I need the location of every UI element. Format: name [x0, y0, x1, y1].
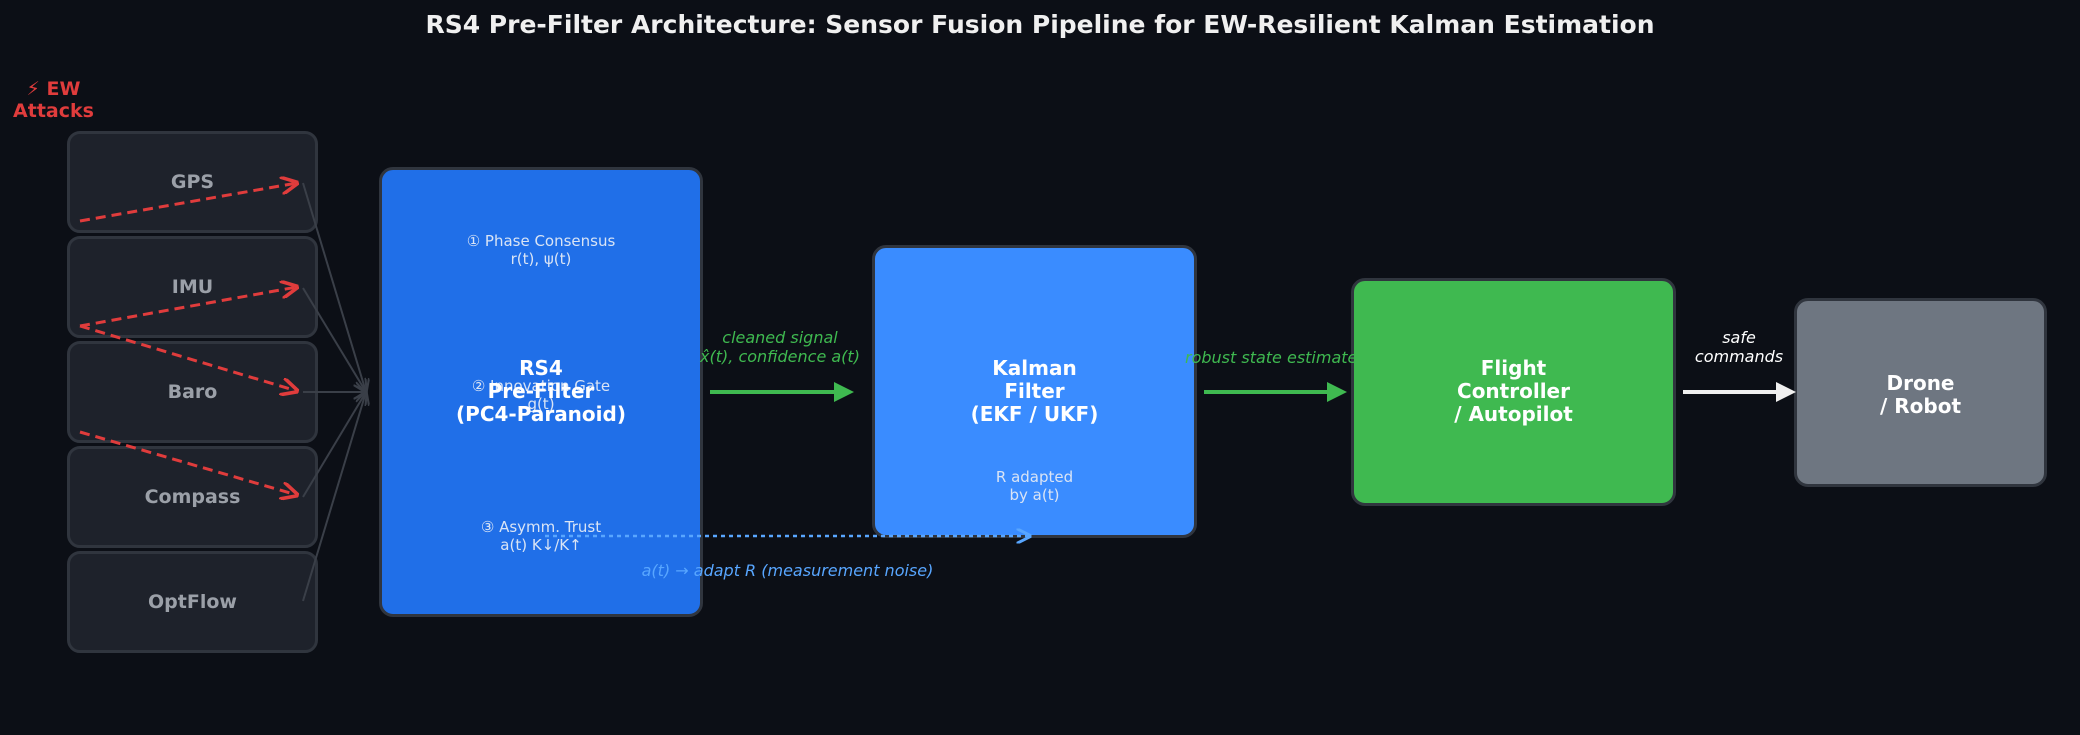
ew-attacks-label: ⚡ EW Attacks — [13, 78, 94, 122]
drone-title: Drone / Robot — [1879, 371, 1962, 418]
flight-controller-title: Flight Controller / Autopilot — [1454, 356, 1573, 426]
sensor-optflow: OptFlow — [67, 551, 318, 653]
sensor-baro: Baro — [67, 341, 318, 443]
connector-imu-rs4 — [302, 287, 366, 392]
ew-attack-arrow-baro — [79, 324, 297, 391]
rs4-prefilter-block: ① Phase Consensus r(t), ψ(t) ② Innovatio… — [379, 167, 703, 617]
connector-gps-rs4 — [302, 182, 366, 392]
sensor-imu: IMU — [67, 236, 318, 338]
connector-optflow-rs4 — [302, 392, 366, 602]
ew-attack-arrow-gps — [79, 183, 297, 223]
sensor-gps: GPS — [67, 131, 318, 233]
robust-state-label: robust state estimate — [1185, 348, 1358, 367]
cleaned-signal-label: cleaned signal x̂(t), confidence a(t) — [700, 328, 860, 366]
kalman-filter-block: Kalman Filter (EKF / UKF) R adapted by a… — [872, 245, 1197, 538]
rs4-step-phase-consensus: ① Phase Consensus r(t), ψ(t) — [466, 232, 616, 268]
ew-attack-arrow-compass — [79, 430, 297, 495]
kalman-note: R adapted by a(t) — [995, 468, 1074, 504]
sensor-compass: Compass — [67, 446, 318, 548]
rs4-title: RS4 Pre-Filter (PC4-Paranoid) — [456, 356, 626, 426]
feedback-label: a(t) → adapt R (measurement noise) — [641, 561, 934, 580]
connector-compass-rs4 — [302, 392, 366, 498]
diagram-title: RS4 Pre-Filter Architecture: Sensor Fusi… — [425, 10, 1655, 39]
flight-controller-block: Flight Controller / Autopilot — [1351, 278, 1676, 506]
rs4-step-asymm-trust: ③ Asymm. Trust a(t) K↓/K↑ — [480, 518, 602, 554]
safe-commands-label: safe commands — [1694, 328, 1784, 366]
ew-attack-arrow-imu — [79, 287, 297, 328]
drone-robot-block: Drone / Robot — [1794, 298, 2047, 487]
kalman-title: Kalman Filter (EKF / UKF) — [970, 356, 1099, 426]
rs4-step-innovation-gate: ② Innovation Gate g(t) — [471, 377, 611, 413]
